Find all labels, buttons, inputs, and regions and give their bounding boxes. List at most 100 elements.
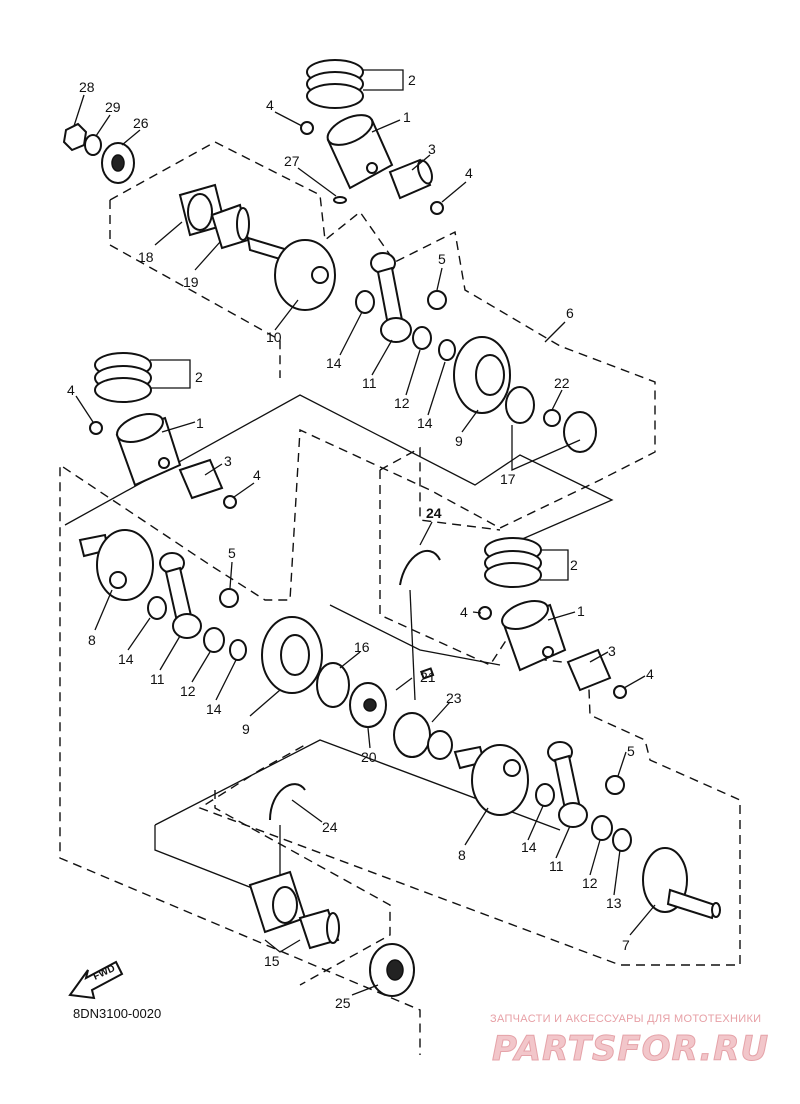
callout-4-left-b: 4 <box>253 467 261 483</box>
leader-lines <box>73 69 656 996</box>
callout-22: 22 <box>554 375 570 391</box>
callout-4-top-right: 4 <box>465 165 473 181</box>
needle-bearing-top <box>427 290 447 310</box>
piston-rings-top <box>306 59 364 109</box>
watermark-caption: ЗАПЧАСТИ И АКСЕССУАРЫ ДЛЯ МОТОТЕХНИКИ <box>490 1013 761 1025</box>
oil-seal-25 <box>369 943 415 997</box>
callout-labels: 2 1 3 4 4 27 28 29 26 18 19 10 5 14 11 1… <box>67 72 654 1011</box>
needle-bearing-right <box>605 775 625 795</box>
piston-left <box>115 413 182 487</box>
top-cylinder-group <box>62 59 597 453</box>
piston-pin-left <box>178 458 224 500</box>
crank-web-7 <box>642 847 721 920</box>
callout-3-right: 3 <box>608 643 616 659</box>
outline-top-assembly <box>59 141 656 1055</box>
callout-14-top-b: 14 <box>417 415 433 431</box>
callout-1-top: 1 <box>403 109 411 125</box>
callout-29: 29 <box>105 99 121 115</box>
bearing-23 <box>393 712 431 758</box>
group-bracket-bottom <box>154 825 271 896</box>
callout-11-top: 11 <box>362 375 377 391</box>
callout-16: 16 <box>354 639 370 655</box>
callout-3-top: 3 <box>428 141 436 157</box>
center-parts <box>349 549 453 760</box>
callout-17: 17 <box>500 471 516 487</box>
callout-14-right: 14 <box>521 839 537 855</box>
callout-26: 26 <box>133 115 149 131</box>
outline-lower-bearing <box>214 790 391 986</box>
callout-2-right: 2 <box>570 557 578 573</box>
conrod-right <box>547 741 588 828</box>
watermark-logo: PARTSFOR.RU <box>492 1029 769 1069</box>
callout-15: 15 <box>264 953 280 969</box>
callout-10: 10 <box>266 329 282 345</box>
callout-18: 18 <box>138 249 154 265</box>
callout-24-bottom: 24 <box>322 819 338 835</box>
callout-27: 27 <box>284 153 300 169</box>
callout-11-right: 11 <box>549 858 564 874</box>
right-cylinder-group <box>453 537 721 920</box>
callout-12-left: 12 <box>180 683 196 699</box>
piston-right <box>501 600 567 672</box>
circlip-left-b <box>223 495 237 509</box>
retainer-24-bottom <box>269 783 306 821</box>
bearing-12-top <box>412 326 432 350</box>
callout-25: 25 <box>335 995 351 1011</box>
assembly-outlines <box>59 141 741 1055</box>
callout-5-right: 5 <box>627 743 635 759</box>
callout-1-right: 1 <box>577 603 585 619</box>
retainer-24-top <box>399 549 441 586</box>
diagram-code: 8DN3100-0020 <box>73 1006 161 1021</box>
callout-14-top-a: 14 <box>326 355 342 371</box>
outline-middle-assembly <box>198 470 741 966</box>
callout-11-left: 11 <box>150 671 165 687</box>
bearing-16 <box>316 662 350 708</box>
lower-bearing-group <box>248 783 415 997</box>
circlip-top-left <box>300 121 314 135</box>
callout-4-top-left: 4 <box>266 97 274 113</box>
piston-rings-left <box>94 352 152 403</box>
callout-1-left: 1 <box>196 415 204 431</box>
callout-5-left: 5 <box>228 545 236 561</box>
group-bracket-upper <box>64 394 614 541</box>
crank-web-9-top <box>453 336 511 414</box>
bushing-15 <box>298 908 340 950</box>
outline-top-assembly-left <box>109 200 281 378</box>
circlip-right-b <box>613 685 627 699</box>
callout-14-left-a: 14 <box>118 651 134 667</box>
callout-4-right-a: 4 <box>460 604 468 620</box>
group-bracket-mid <box>329 604 501 666</box>
callout-28: 28 <box>79 79 95 95</box>
callout-5-top: 5 <box>438 251 446 267</box>
callout-24-top: 24 <box>426 505 442 521</box>
callout-6: 6 <box>566 305 574 321</box>
crank-web-8-right <box>453 744 529 816</box>
bearings-17-22 <box>505 386 597 453</box>
circlip-top-right <box>430 201 444 215</box>
callout-13: 13 <box>606 895 622 911</box>
callout-21: 21 <box>420 669 436 685</box>
circlip-left-a <box>89 421 103 435</box>
bushing-19 <box>210 203 250 250</box>
bearing-12-left <box>203 627 225 653</box>
piston-pin-top <box>388 158 433 200</box>
washer-14-right <box>535 783 555 807</box>
callout-4-left-a: 4 <box>67 382 75 398</box>
callout-9-left: 9 <box>242 721 250 737</box>
callout-8-left: 8 <box>88 632 96 648</box>
bearing-12-right <box>591 815 613 841</box>
callout-3-left: 3 <box>224 453 232 469</box>
crank-web-9-left <box>261 616 323 694</box>
washer-14b-left <box>229 639 247 661</box>
washer-14-left <box>147 596 167 620</box>
needle-bearing-left <box>219 588 239 608</box>
outline-middle-left <box>379 446 501 531</box>
callout-12-top: 12 <box>394 395 410 411</box>
callout-2-left: 2 <box>195 369 203 385</box>
fwd-direction-arrow: FWD <box>68 960 124 1000</box>
callout-23: 23 <box>446 690 462 706</box>
callout-14-left-b: 14 <box>206 701 222 717</box>
pin-21 <box>419 667 435 680</box>
piston-pin-right <box>566 648 612 692</box>
